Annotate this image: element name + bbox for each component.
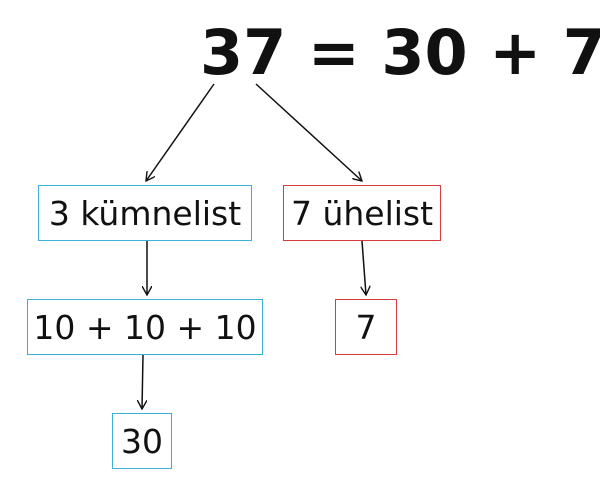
equation: 37 = 30 + 7 (200, 16, 600, 89)
tens-total-box: 30 (112, 413, 172, 469)
arrow-equation-to-ones (255, 83, 362, 181)
tens-sum-box: 10 + 10 + 10 (27, 299, 263, 355)
arrow-sum-to-total (142, 354, 143, 409)
ones-label: 7 ühelist (290, 193, 434, 233)
ones-box: 7 ühelist (283, 185, 441, 241)
tens-total-label: 30 (121, 421, 163, 461)
tens-label: 3 kümnelist (48, 193, 242, 233)
ones-value-label: 7 (355, 307, 377, 347)
arrow-ones-to-value (362, 240, 366, 295)
tens-box: 3 kümnelist (38, 185, 252, 241)
arrow-equation-to-tens (146, 83, 215, 181)
tens-sum-label: 10 + 10 + 10 (33, 307, 257, 347)
ones-value-box: 7 (335, 299, 397, 355)
